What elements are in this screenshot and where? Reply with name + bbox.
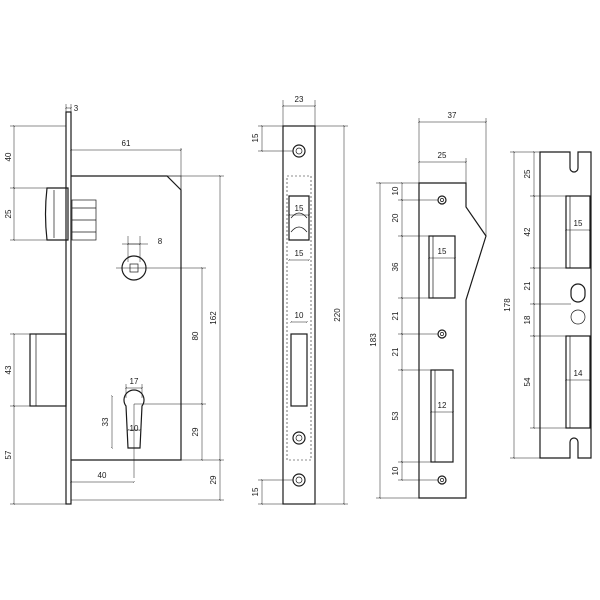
dim-lock-body-bottom-to-bolt-label: 57 [4,450,13,459]
dim-lock-body-handle-to-cylinder-label: 80 [191,331,200,340]
dim-lock-body-latch-height-label: 25 [4,209,13,218]
dead-bolt [29,333,67,407]
cylinder-profile [123,389,145,449]
dim-lock-body-case-depth-label: 61 [122,139,131,148]
latch-bolt [44,187,69,241]
dim-lock-body-plate-thickness-label: 3 [74,104,79,113]
strike-latch-opening [428,235,456,299]
strike-side-outline [539,151,592,459]
strike-screw-bottom [437,475,447,485]
strike-screw-mid [437,329,447,339]
faceplate-bolt-slot [290,333,308,407]
faceplate-outline [282,125,316,505]
dim-strike-plate-bottom-margin-label: 10 [391,466,400,475]
dim-faceplate-total-height-label: 220 [333,308,342,322]
dim-faceplate-screw-offset-top-label: 15 [251,133,260,142]
dim-lock-body-cylinder-height-label: 33 [101,417,110,426]
dim-lock-body-top-to-latch-label: 40 [4,152,13,161]
dim-strike-plate-bolt-opening-height-label: 53 [391,411,400,420]
dim-lock-body-bottom-margin-label: 29 [209,475,218,484]
faceplate-latch-slot [288,195,310,241]
strike-side-middle-slot [570,283,586,303]
lockbody-faceplate [65,111,72,505]
strike-bolt-opening [430,369,454,463]
dim-lock-body-backset-label: 40 [98,471,107,480]
faceplate-screw-bottom [292,473,306,487]
dim-faceplate-width-label: 23 [295,95,304,104]
dim-lock-body-cylinder-bore-label: 10 [130,424,139,433]
dim-strike-plate-total-height-label: 183 [369,333,378,347]
dim-strike-plate-inner-width-label: 25 [438,151,447,160]
dim-strike-plate-dim-21-upper-label: 21 [391,311,400,320]
strike-side-view [510,151,592,459]
dim-lock-body-bolt-height-label: 43 [4,365,13,374]
dim-strike-plate-top-margin-label: 10 [391,186,400,195]
dim-lock-body-spindle-size-label: 8 [158,237,163,246]
dim-strike-plate-bolt-opening-width-label: 12 [438,401,447,410]
dimensions: 3 61 40 25 8 80 162 17 33 10 29 40 29 43 57 23 15 15 15 10 2… [4,95,591,505]
dim-strike-plate-latch-opening-height-label: 36 [391,262,400,271]
dim-strike-plate-dim-21-lower-label: 21 [391,347,400,356]
dim-strike-plate-dim-20-label: 20 [391,213,400,222]
lock-body-view [10,104,224,505]
strike-plate-view [376,118,487,499]
dim-strike-plate-total-width-label: 37 [448,111,457,120]
faceplate-screw-top [292,144,306,158]
dim-lock-body-case-height-label: 162 [209,311,218,325]
faceplate-screw-mid [292,431,306,445]
dim-strike-side-bolt-opening-width-label: 14 [574,369,583,378]
strike-side-latch-opening [565,195,591,269]
dim-strike-plate-latch-opening-width-label: 15 [438,247,447,256]
dim-strike-side-bolt-opening-height-label: 54 [523,377,532,386]
faceplate-case-hidden [286,175,312,461]
dim-strike-side-gap-upper-label: 21 [523,281,532,290]
dim-faceplate-bolt-slot-width-label: 10 [295,311,304,320]
strike-screw-top [437,195,447,205]
dim-lock-body-cylinder-width-label: 17 [130,377,139,386]
dim-lock-body-cylinder-to-case-bottom-label: 29 [191,427,200,436]
strike-side-bolt-opening [565,335,591,429]
dim-strike-side-top-margin-label: 25 [523,169,532,178]
dim-faceplate-screw-offset-bottom-label: 15 [251,487,260,496]
strike-plate-outline [418,182,487,499]
faceplate-view [258,100,348,505]
dim-faceplate-latch-slot-width-label: 15 [295,204,304,213]
dim-strike-side-latch-opening-height-label: 42 [523,227,532,236]
dim-faceplate-latch-slot-width-lower-label: 15 [295,249,304,258]
dim-strike-side-gap-lower-label: 18 [523,315,532,324]
dim-strike-side-total-height-label: 178 [503,298,512,312]
dim-strike-side-latch-opening-width-label: 15 [574,219,583,228]
